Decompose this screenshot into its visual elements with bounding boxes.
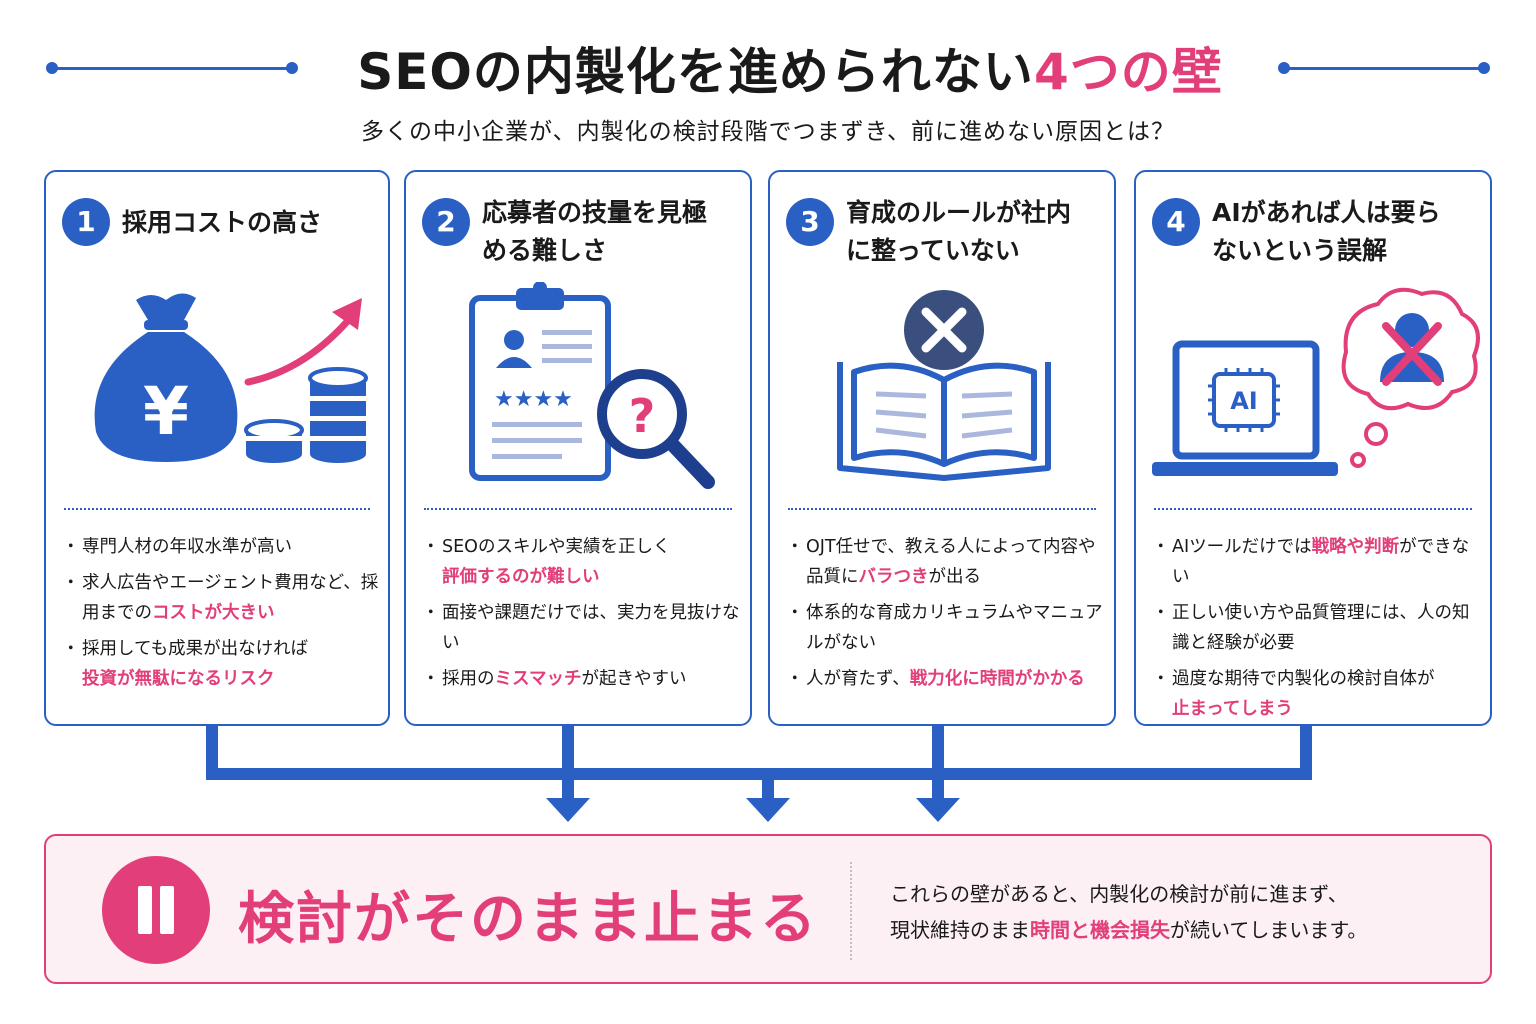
- title-dot: [286, 62, 298, 74]
- card-training-rules: 3 育成のルールが社内に整っていない OJT任せで、教える人によって内容や品質に…: [768, 170, 1116, 726]
- bullet-text: 採用しても成果が出なければ: [82, 639, 309, 659]
- card-number: 4: [1152, 198, 1200, 246]
- card-bullet-list: AIツールだけでは戦略や判断ができない 正しい使い方や品質管理には、人の知識と経…: [1152, 532, 1482, 730]
- bullet-text: 求人広告やエージェント費用など、採用までの: [82, 573, 379, 623]
- card-divider: [1154, 508, 1472, 510]
- bullet-text: SEOのスキルや実績を正しく: [442, 537, 671, 557]
- title-dot: [1278, 62, 1290, 74]
- ai-laptop-illustration: AI: [1146, 282, 1480, 492]
- money-bag-illustration: ¥: [56, 282, 378, 492]
- page-subtitle: 多くの中小企業が、内製化の検討段階でつまずき、前に進めない原因とは？: [361, 119, 1175, 145]
- card-title: 応募者の技量を見極める難しさ: [482, 198, 708, 265]
- summary-line-2: 現状維持のまま時間と機会損失が続いてしまいます。: [890, 912, 1367, 948]
- bullet-item: 採用のミスマッチが起きやすい: [422, 664, 742, 694]
- card-title: 育成のルールが社内に整っていない: [846, 198, 1072, 265]
- bullet-highlight: バラつき: [858, 567, 929, 587]
- cross-icon: [904, 290, 984, 370]
- bullet-highlight: 止まってしまう: [1172, 699, 1293, 719]
- bullet-text: OJT任せで、教える人によって内容や品質に: [806, 537, 1096, 587]
- thought-bubble-icon: [1341, 287, 1480, 468]
- bullet-text: 面接や課題だけでは、実力を見抜けない: [442, 603, 740, 653]
- bullet-text: AIツールだけでは: [1172, 537, 1312, 557]
- magnifier-icon: ?: [597, 369, 715, 489]
- card-number: 2: [422, 198, 470, 246]
- bullet-text: が起きやすい: [581, 669, 687, 689]
- header: SEOの内製化を進められない4つの壁: [0, 30, 1536, 104]
- card-header: 4 AIがあれば人は要らないという誤解: [1152, 194, 1480, 274]
- card-header: 1 採用コストの高さ: [62, 194, 378, 274]
- card-number: 1: [62, 198, 110, 246]
- bullet-text: 採用の: [442, 669, 495, 689]
- summary-divider: [850, 862, 852, 960]
- title-divider-right: [1284, 67, 1482, 70]
- bullet-highlight: 投資が無駄になるリスク: [82, 669, 275, 689]
- bullet-item: 専門人材の年収水準が高い: [62, 532, 380, 562]
- bullet-highlight: ミスマッチ: [494, 669, 582, 689]
- bullet-highlight: コストが大きい: [152, 603, 275, 623]
- bullet-text: が出る: [928, 567, 982, 587]
- pause-icon: [102, 856, 210, 964]
- card-skill-assessment: 2 応募者の技量を見極める難しさ ★★★★ ?: [404, 170, 752, 726]
- open-book-icon: [837, 362, 1051, 481]
- summary-box: 検討がそのまま止まる これらの壁があると、内製化の検討が前に進まず、 現状維持の…: [44, 834, 1492, 984]
- clipboard-icon: ★★★★: [469, 281, 611, 481]
- ai-chip-label: AI: [1230, 387, 1258, 415]
- bullet-highlight: 戦略や判断: [1311, 537, 1400, 557]
- bullet-highlight: 戦力化に時間がかかる: [909, 669, 1085, 689]
- card-title: 採用コストの高さ: [122, 208, 323, 237]
- card-number: 3: [786, 198, 834, 246]
- summary-text: 現状維持のまま: [890, 918, 1030, 942]
- bullet-item: 人が育たず、戦力化に時間がかかる: [786, 664, 1106, 694]
- question-mark: ?: [629, 389, 656, 443]
- coin-stack-icon: [244, 367, 368, 463]
- bullet-item: 求人広告やエージェント費用など、採用までのコストが大きい: [62, 568, 380, 628]
- summary-line-1: これらの壁があると、内製化の検討が前に進まず、: [890, 882, 1348, 906]
- card-header: 3 育成のルールが社内に整っていない: [786, 194, 1104, 274]
- bullet-text: 体系的な育成カリキュラムやマニュアルがない: [806, 603, 1103, 653]
- bullet-text: 過度な期待で内製化の検討自体が: [1172, 669, 1435, 689]
- book-illustration: [780, 282, 1104, 492]
- card-divider: [424, 508, 732, 510]
- bullet-text: 正しい使い方や品質管理には、人の知識と経験が必要: [1172, 603, 1470, 653]
- page-title-accent: 4つの壁: [1033, 43, 1223, 101]
- clipboard-illustration: ★★★★ ?: [416, 281, 740, 492]
- bullet-highlight: 評価するのが難しい: [442, 567, 600, 587]
- bullet-item: 体系的な育成カリキュラムやマニュアルがない: [786, 598, 1106, 658]
- summary-description: これらの壁があると、内製化の検討が前に進まず、 現状維持のまま時間と機会損失が続…: [890, 876, 1367, 948]
- title-divider-left: [54, 67, 292, 70]
- page-title-main: SEOの内製化を進められない: [357, 43, 1034, 101]
- svg-text:★★★★: ★★★★: [494, 387, 573, 412]
- summary-highlight: 時間と機会損失: [1030, 918, 1170, 942]
- card-hiring-cost: 1 採用コストの高さ ¥: [44, 170, 390, 726]
- down-arrow-icons: [546, 770, 960, 822]
- bullet-item: OJT任せで、教える人によって内容や品質にバラつきが出る: [786, 532, 1106, 592]
- bullet-item: 面接や課題だけでは、実力を見抜けない: [422, 598, 742, 658]
- money-bag-icon: ¥: [94, 293, 238, 462]
- yen-symbol: ¥: [143, 373, 189, 450]
- card-divider: [64, 508, 370, 510]
- card-bullet-list: 専門人材の年収水準が高い 求人広告やエージェント費用など、採用までのコストが大き…: [62, 532, 380, 700]
- card-header: 2 応募者の技量を見極める難しさ: [422, 194, 740, 274]
- summary-headline: 検討がそのまま止まる: [238, 887, 818, 952]
- card-divider: [788, 508, 1096, 510]
- summary-text: が続いてしまいます。: [1170, 918, 1368, 942]
- laptop-icon: AI: [1152, 340, 1338, 476]
- title-dot: [1478, 62, 1490, 74]
- card-title: AIがあれば人は要らないという誤解: [1212, 198, 1441, 265]
- bullet-text: ができない: [1172, 537, 1470, 587]
- bullet-item: AIツールだけでは戦略や判断ができない: [1152, 532, 1482, 592]
- bullet-text: 専門人材の年収水準が高い: [82, 537, 292, 557]
- card-ai-misconception: 4 AIがあれば人は要らないという誤解 AI AIツールだけでは戦略や判断ができ…: [1134, 170, 1492, 726]
- bullet-item: 正しい使い方や品質管理には、人の知識と経験が必要: [1152, 598, 1482, 658]
- bullet-text: 人が育たず、: [806, 669, 910, 689]
- rising-arrow-icon: [244, 298, 362, 386]
- page-title: SEOの内製化を進められない4つの壁: [320, 32, 1260, 104]
- title-dot: [46, 62, 58, 74]
- card-bullet-list: OJT任せで、教える人によって内容や品質にバラつきが出る 体系的な育成カリキュラ…: [786, 532, 1106, 700]
